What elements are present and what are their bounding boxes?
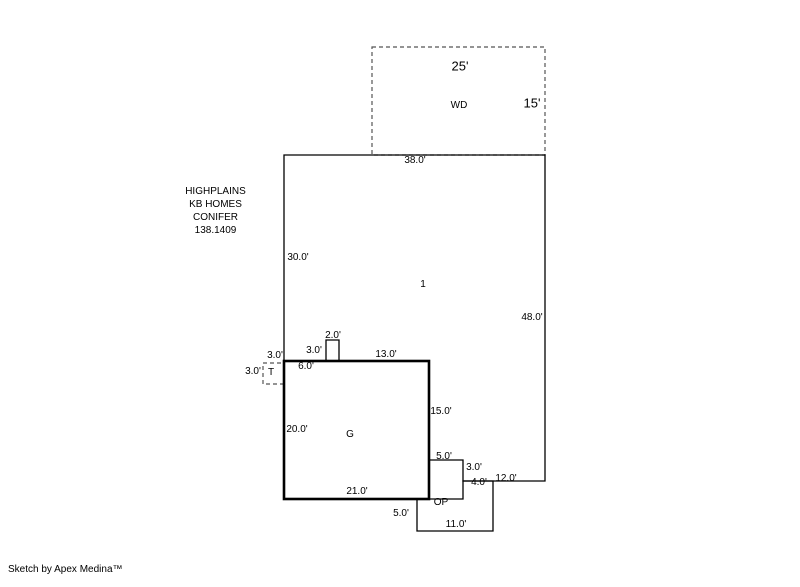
dim-wood-deck-top: 25' — [451, 58, 469, 74]
dim-garage-top-left: 6.0' — [298, 361, 314, 372]
dim-first-floor-left: 30.0' — [287, 252, 309, 263]
dim-first-floor-right: 48.0' — [521, 312, 543, 323]
dim-entry-notch-height: 3.0' — [306, 345, 322, 356]
property-info-line: CONIFER — [193, 212, 238, 223]
dim-stoop-side: 3.0' — [245, 366, 261, 377]
area-label-garage: G — [346, 429, 354, 440]
dim-porch-left: 5.0' — [393, 508, 409, 519]
dim-garage-top-right: 13.0' — [375, 349, 397, 360]
sketch-credit: Sketch by Apex Medina™ — [8, 564, 123, 575]
first-floor-outline — [283, 154, 546, 482]
area-label-wood-deck: WD — [450, 100, 468, 111]
property-info-line: 138.1409 — [194, 225, 237, 236]
dim-porch-bottom: 11.0' — [445, 519, 467, 530]
garage-outline — [282, 359, 431, 501]
dim-wood-deck-right: 15' — [523, 95, 541, 111]
dim-garage-left: 20.0' — [286, 424, 308, 435]
dim-first-floor-bottom-right: 12.0' — [495, 473, 517, 484]
property-info-line: HIGHPLAINS — [185, 186, 246, 197]
dim-garage-inner-right: 15.0' — [430, 406, 452, 417]
dim-porch-top: 4.0' — [471, 477, 487, 488]
dim-rear-step-width: 5.0' — [436, 451, 452, 462]
dim-rear-step-height: 3.0' — [466, 462, 482, 473]
dim-entry-notch-width: 2.0' — [325, 330, 341, 341]
area-label-first-floor: 1 — [420, 279, 426, 290]
dim-first-floor-top: 38.0' — [404, 155, 426, 166]
dim-stoop-top: 3.0' — [267, 350, 283, 361]
property-info-line: KB HOMES — [189, 199, 242, 210]
dim-garage-bottom: 21.0' — [346, 486, 368, 497]
area-label-stoop: T — [267, 367, 275, 378]
property-info: HIGHPLAINS KB HOMES CONIFER 138.1409 — [163, 185, 268, 237]
area-label-open-porch: OP — [433, 497, 449, 508]
